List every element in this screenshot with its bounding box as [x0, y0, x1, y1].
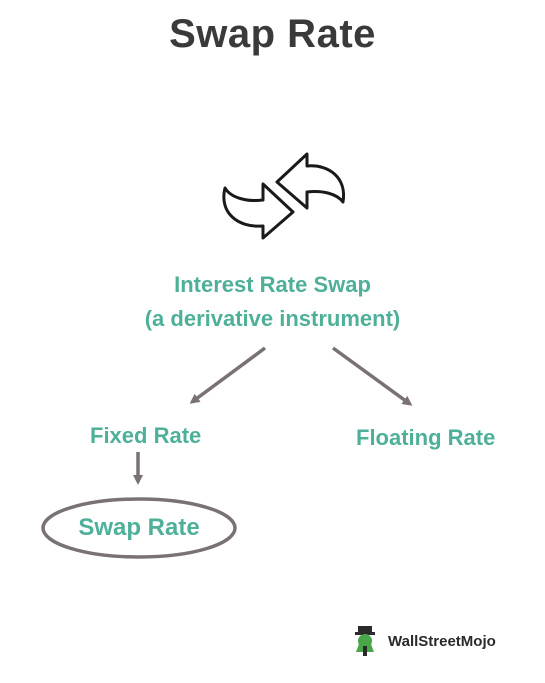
wallstreetmojo-logo: WallStreetMojo: [348, 624, 496, 658]
swap-arrows-icon: [222, 152, 346, 240]
wallstreetmojo-logo-icon: [355, 626, 375, 656]
floating-rate-node: Floating Rate: [356, 425, 496, 450]
center-node-line1: Interest Rate Swap: [174, 272, 371, 297]
swap-rate-ellipse: [41, 497, 237, 559]
page-title: Swap Rate: [169, 12, 376, 56]
fixed-rate-node: Fixed Rate: [90, 423, 202, 448]
center-node-line2: (a derivative instrument): [144, 306, 401, 331]
interest-rate-swap-node: Interest Rate Swap (a derivative instrum…: [0, 268, 545, 336]
arrow-to-floating-rate: [331, 346, 413, 406]
swap-rate-node: Swap Rate: [78, 514, 200, 541]
arrow-to-fixed-rate: [189, 346, 267, 404]
logo-text: WallStreetMojo: [388, 632, 496, 650]
